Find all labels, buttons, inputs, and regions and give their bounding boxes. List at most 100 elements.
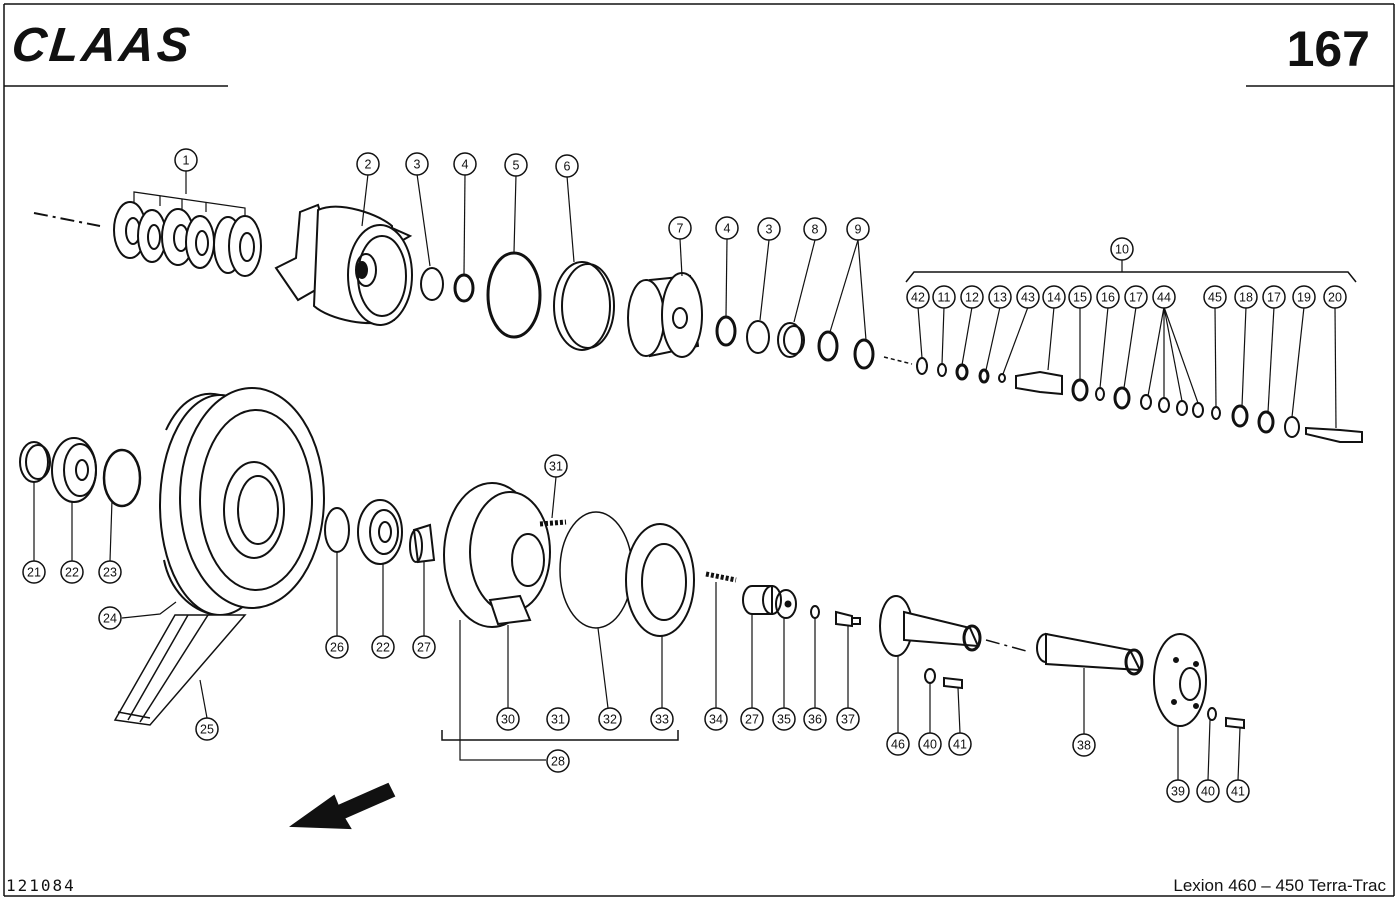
callout-36: 36 [803,707,827,731]
callout-38: 38 [1072,733,1096,757]
callout-label: 32 [603,713,617,727]
frame-lines [3,3,1395,897]
callout-label: 35 [777,713,791,727]
callout-label: 3 [414,158,421,172]
part-23-circlip [102,448,142,508]
part-27-bushing [409,523,436,564]
callout-12: 12 [960,285,984,309]
model-label: Lexion 460 – 450 Terra-Trac [1173,876,1386,895]
part-34-pin [705,571,737,583]
callout-label: 8 [812,223,819,237]
callout-label: 17 [1129,291,1143,305]
callout-label: 4 [724,222,731,236]
part-8-seal [777,322,805,358]
callout-16: 16 [1096,285,1120,309]
callout-label: 4 [462,158,469,172]
part-25-belt [113,614,247,726]
part-9-nuts [817,330,875,370]
callout-31: 31 [544,454,568,478]
part-36-washer [810,605,820,619]
callout-21: 21 [22,560,46,584]
callout-label: 26 [330,641,344,655]
callout-31: 31 [546,707,570,731]
part-26-ring [324,507,350,553]
part-46-stub-shaft [879,595,982,657]
callout-35: 35 [772,707,796,731]
callout-label: 22 [65,566,79,580]
callout-label: 25 [200,723,214,737]
callout-label: 18 [1239,291,1253,305]
callout-34: 34 [704,707,728,731]
part-28-clutch [443,482,695,637]
callout-label: 10 [1115,243,1129,257]
page-number: 167 [1286,21,1370,77]
callout-4: 4 [715,216,739,240]
callout-39: 39 [1166,779,1190,803]
part-22b-bearing [357,499,403,565]
part-10-shaft-group [905,271,1363,443]
callout-22: 22 [60,560,84,584]
callout-25: 25 [195,717,219,741]
callout-27: 27 [740,707,764,731]
part-24-pulley [159,387,325,616]
callout-42: 42 [906,285,930,309]
callout-18: 18 [1234,285,1258,309]
callout-label: 42 [911,291,925,305]
part-21-seal [19,441,51,483]
part-38-shaft [1036,632,1144,676]
direction-arrow [289,782,396,830]
callout-label: 20 [1328,291,1342,305]
callout-20: 20 [1323,285,1347,309]
part-32-oring [559,511,633,629]
callout-label: 44 [1157,291,1171,305]
callout-32: 32 [598,707,622,731]
callout-5: 5 [504,153,528,177]
part-2-drum [274,203,413,326]
callout-label: 39 [1171,785,1185,799]
callout-label: 16 [1101,291,1115,305]
callout-label: 36 [808,713,822,727]
drawing-number: 121084 [6,876,76,895]
callout-label: 38 [1077,739,1091,753]
leader-lines [33,170,1337,781]
callout-label: 37 [841,713,855,727]
callout-3: 3 [405,152,429,176]
part-4b-ring [715,315,737,347]
callout-46: 46 [886,732,910,756]
callout-label: 14 [1047,291,1061,305]
part-37-bolt [835,610,861,628]
callout-19: 19 [1292,285,1316,309]
callout-label: 2 [365,158,372,172]
callout-4: 4 [453,152,477,176]
part-40-washer [924,668,936,684]
callout-label: 41 [1231,785,1245,799]
part-27b-bushing [742,585,782,615]
callout-label: 1 [183,154,190,168]
callout-40: 40 [918,732,942,756]
callout-40: 40 [1196,779,1220,803]
callout-label: 19 [1297,291,1311,305]
part-1-washers [113,191,262,277]
callout-28: 28 [546,749,570,773]
callout-2: 2 [356,152,380,176]
callout-label: 33 [655,713,669,727]
callout-3: 3 [757,217,781,241]
upper-assembly [33,191,1363,443]
part-22-bearing [51,437,97,503]
part-35-washer [775,589,797,619]
callout-24: 24 [98,606,122,630]
callout-label: 24 [103,612,117,626]
part-3b-ring [746,320,770,354]
part-40b-washer [1207,707,1217,721]
callout-label: 27 [745,713,759,727]
callout-label: 7 [677,222,684,236]
callout-41: 41 [1226,779,1250,803]
callout-label: 30 [501,713,515,727]
callout-13: 13 [988,285,1012,309]
callout-label: 27 [417,641,431,655]
part-41b-bolt [1225,716,1245,730]
callout-label: 23 [103,566,117,580]
